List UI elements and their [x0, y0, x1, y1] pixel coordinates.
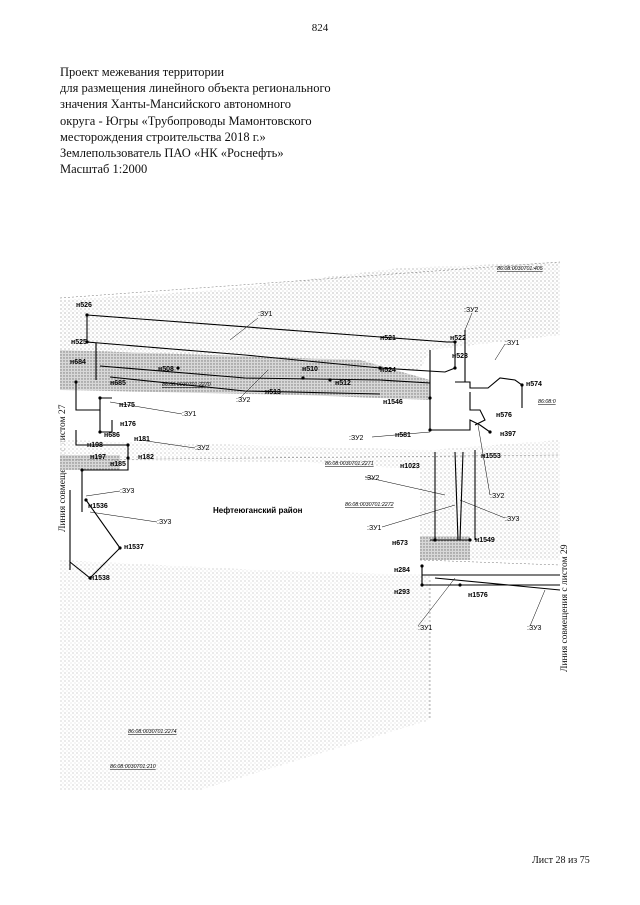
- page-number: 824: [311, 22, 329, 34]
- point-label: н1023: [400, 463, 420, 470]
- point-label: н673: [392, 540, 408, 547]
- zone-label: :ЗУ3: [505, 516, 520, 523]
- zone-label: :ЗУ2: [365, 475, 380, 482]
- point-label: н581: [395, 432, 411, 439]
- zone-label: :ЗУ2: [195, 445, 210, 452]
- district-label: Нефтеюганский район: [213, 506, 303, 515]
- point-label: н397: [500, 431, 516, 438]
- point-label: н284: [394, 567, 410, 574]
- zone-label: :ЗУ2: [236, 397, 251, 404]
- point-label: н513: [265, 389, 281, 396]
- zone-label: :ЗУ2: [349, 435, 364, 442]
- point-label: н576: [496, 412, 512, 419]
- zone-label: :ЗУ3: [120, 488, 135, 495]
- point-label: н1549: [475, 537, 495, 544]
- point-label: н175: [119, 402, 135, 409]
- point-label: н521: [380, 335, 396, 342]
- cadastral-number: 86:08:0030701:405: [497, 266, 543, 272]
- zone-labels: :ЗУ1 :ЗУ2 :ЗУ1 :ЗУ2 :ЗУ3 :ЗУ3 :ЗУ2 :ЗУ1 …: [120, 307, 542, 632]
- cadastral-number: 86:08:0030701:2271: [325, 461, 374, 467]
- point-label: н684: [70, 359, 86, 366]
- point-label: н524: [380, 367, 396, 374]
- cadastral-number: 86:08:0030701:2274: [128, 729, 177, 735]
- point-labels: н526 н525 н684 н685 н175 н176 н686 н181 …: [70, 302, 542, 599]
- zone-label: :ЗУ1: [418, 625, 433, 632]
- point-label: н1536: [88, 503, 108, 510]
- point-label: н508: [158, 366, 174, 373]
- point-label: н185: [110, 461, 126, 468]
- boundary-lines: [69, 314, 561, 591]
- cadastral-number: 86:08:0030701:2270: [162, 382, 211, 388]
- zone-label: :ЗУ2: [490, 493, 505, 500]
- point-label: н1538: [90, 575, 110, 582]
- point-label: н1553: [481, 453, 501, 460]
- document-title: Проект межевания территории для размещен…: [60, 64, 360, 177]
- point-label: н525: [71, 339, 87, 346]
- cadastral-labels: 86:08:0030701:405 86:08:0030701:2270 86:…: [110, 266, 556, 770]
- title-line: для размещения линейного объекта региона…: [60, 81, 331, 96]
- point-label: н574: [526, 381, 542, 388]
- point-label: н176: [120, 421, 136, 428]
- zone-label: :ЗУ1: [505, 340, 520, 347]
- zone-label: :ЗУ1: [367, 525, 382, 532]
- point-label: н1576: [468, 592, 488, 599]
- title-line: Проект межевания территории: [60, 65, 225, 79]
- sheet-label: Лист 28 из 75: [532, 855, 590, 866]
- title-line: округа - Югры «Трубопроводы Мамонтовског…: [60, 113, 312, 128]
- point-label: н685: [110, 380, 126, 387]
- title-line: Землепользователь ПАО «НК «Роснефть»: [60, 146, 284, 161]
- zone-label: :ЗУ2: [464, 307, 479, 314]
- parcel-boundaries: [59, 261, 561, 720]
- point-label: н1537: [124, 544, 144, 551]
- point-markers: [74, 313, 524, 587]
- title-line: месторождения строительства 2018 г.»: [60, 129, 266, 144]
- zone-label: :ЗУ1: [258, 311, 273, 318]
- title-line: значения Ханты-Мансийского автономного: [60, 97, 292, 112]
- zone-label: :ЗУ3: [157, 519, 172, 526]
- cadastral-number: 86:08:0030701:2272: [345, 502, 394, 508]
- point-label: н522: [450, 335, 466, 342]
- zone-leaders: [85, 312, 546, 627]
- point-label: н181: [134, 436, 150, 443]
- point-label: н197: [90, 454, 106, 461]
- stipple-zones: [60, 262, 560, 790]
- point-label: н523: [452, 353, 468, 360]
- point-label: н512: [335, 380, 351, 387]
- zone-label: :ЗУ1: [182, 411, 197, 418]
- point-label: н1546: [383, 399, 403, 406]
- point-label: н686: [104, 432, 120, 439]
- point-label: н526: [76, 302, 92, 309]
- point-label: н293: [394, 589, 410, 596]
- cadastral-number: 86:08:0030701:210: [110, 764, 156, 770]
- scale-label: Масштаб 1:2000: [60, 162, 148, 177]
- point-label: н198: [87, 442, 103, 449]
- zone-label: :ЗУ3: [527, 625, 542, 632]
- point-label: н510: [302, 366, 318, 373]
- cadastral-number: 86:08:0: [538, 399, 556, 405]
- point-label: н182: [138, 454, 154, 461]
